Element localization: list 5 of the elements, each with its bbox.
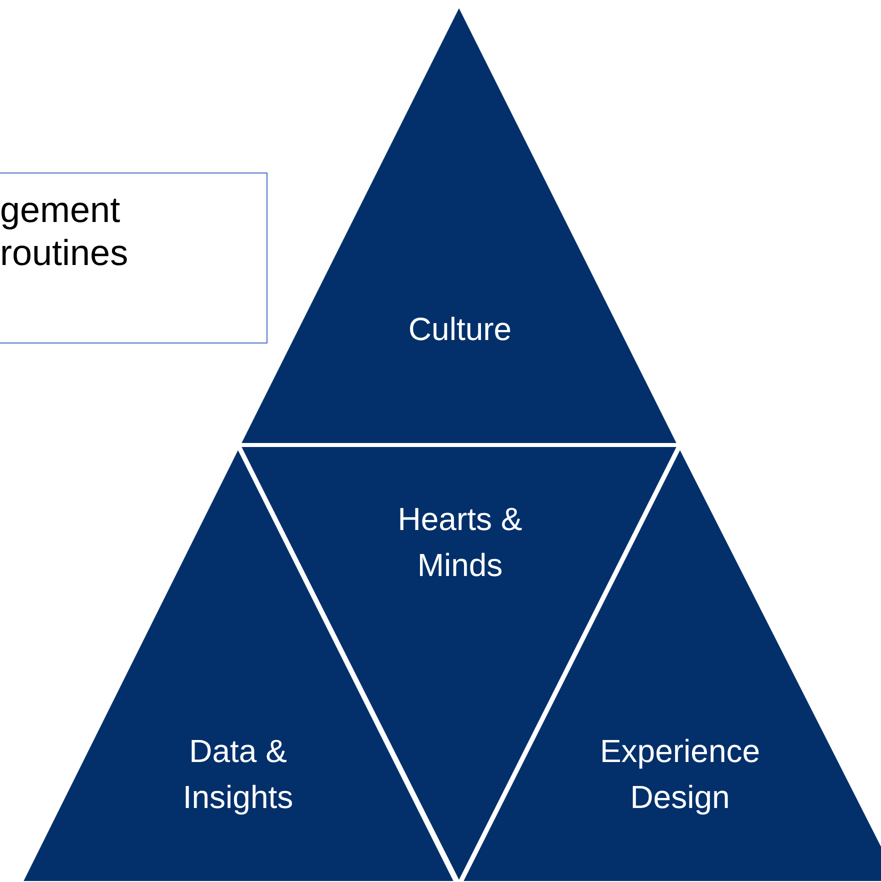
- triangle-label: Data & Insights: [182, 732, 294, 818]
- triangle-label: Experience Design: [598, 732, 762, 818]
- triangle-label: Culture: [407, 310, 513, 349]
- box-text: gement routines: [0, 188, 130, 274]
- triangle-label: Hearts & Minds: [396, 500, 524, 586]
